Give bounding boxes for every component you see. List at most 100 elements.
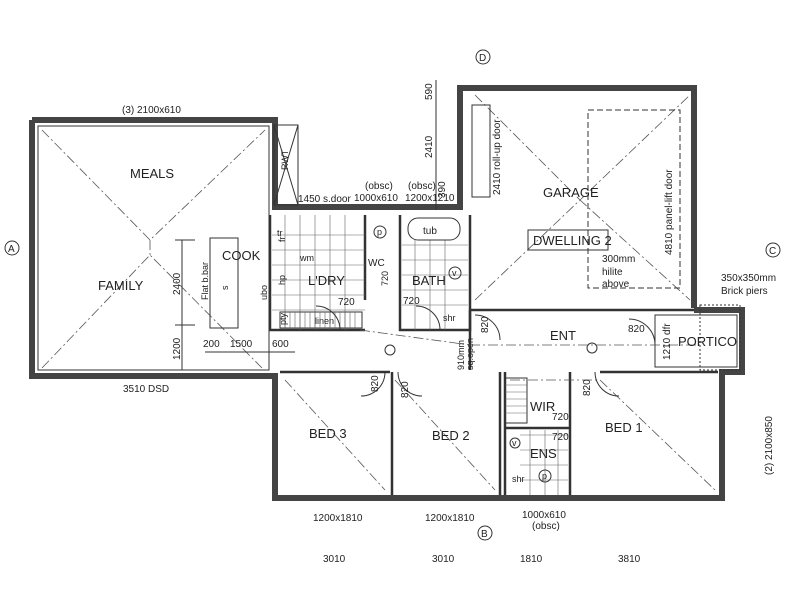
svg-text:(obsc): (obsc) — [532, 521, 560, 532]
room-bed1: BED 1 — [605, 420, 643, 435]
svg-text:Flat b.bar: Flat b.bar — [200, 262, 210, 300]
room-labels: MEALS FAMILY COOK L'DRY WC BATH GARAGE D… — [98, 166, 737, 461]
door-swings — [315, 305, 656, 397]
fixture-labels: tr wm tub linen shr shr p p v v hp pty u… — [200, 149, 547, 484]
svg-text:tub: tub — [423, 226, 437, 237]
svg-text:C: C — [769, 246, 776, 257]
svg-text:v: v — [452, 268, 457, 278]
svg-text:820: 820 — [370, 375, 381, 392]
room-entry: ENT — [550, 328, 576, 343]
dwelling-label-box — [527, 229, 609, 251]
svg-text:200: 200 — [203, 339, 220, 350]
svg-text:s: s — [220, 285, 230, 290]
svg-text:(3) 2100x610: (3) 2100x610 — [122, 105, 181, 116]
svg-text:1200x1810: 1200x1810 — [425, 513, 475, 524]
ceiling-lines — [41, 94, 716, 491]
svg-text:1200x1210: 1200x1210 — [405, 193, 455, 204]
vanity-icon — [509, 437, 521, 449]
svg-text:4810 panel-lift door: 4810 panel-lift door — [664, 169, 675, 255]
svg-text:590: 590 — [424, 83, 435, 100]
roll-up-door — [471, 104, 491, 198]
svg-text:hilite: hilite — [602, 267, 623, 278]
svg-text:(obsc): (obsc) — [365, 181, 393, 192]
svg-text:(2) 2100x850: (2) 2100x850 — [764, 416, 775, 475]
svg-text:above: above — [602, 279, 630, 290]
svg-text:1450 s.door: 1450 s.door — [298, 194, 351, 205]
room-cook: COOK — [222, 248, 261, 263]
svg-text:720: 720 — [380, 271, 390, 286]
grid-marker-c — [765, 242, 781, 258]
svg-text:820: 820 — [628, 324, 645, 335]
svg-text:hp: hp — [277, 275, 287, 285]
svg-text:820: 820 — [582, 379, 593, 396]
walls — [29, 85, 745, 501]
svg-text:1000x610: 1000x610 — [522, 510, 566, 521]
light-icon — [586, 342, 598, 354]
toilet-icon — [538, 469, 552, 483]
svg-text:1000x610: 1000x610 — [354, 193, 398, 204]
room-laundry: L'DRY — [308, 273, 345, 288]
svg-text:720: 720 — [338, 297, 355, 308]
tiled-floors — [272, 215, 568, 495]
room-bath: BATH — [412, 273, 446, 288]
svg-text:3510 DSD: 3510 DSD — [123, 384, 169, 395]
grid-marker-a — [4, 240, 20, 256]
svg-text:350x350mm: 350x350mm — [721, 273, 776, 284]
svg-text:720: 720 — [552, 432, 569, 443]
room-bed3: BED 3 — [309, 426, 347, 441]
room-ensuite: ENS — [530, 446, 557, 461]
svg-text:fr: fr — [277, 236, 287, 242]
svg-text:910mm: 910mm — [456, 340, 466, 370]
dimension-annotations: (3) 2100x610 1450 s.door (obsc) 1000x610… — [122, 80, 776, 565]
svg-text:shr: shr — [443, 313, 456, 323]
svg-text:B: B — [481, 529, 488, 540]
svg-text:1200: 1200 — [172, 337, 183, 360]
svg-text:RWT: RWT — [280, 149, 290, 170]
vanity-icon — [448, 266, 462, 280]
svg-text:Brick piers: Brick piers — [721, 286, 768, 297]
svg-text:p: p — [542, 471, 547, 481]
room-wc: WC — [368, 258, 385, 269]
light-icon — [384, 344, 396, 356]
room-bed2: BED 2 — [432, 428, 470, 443]
svg-text:wm: wm — [299, 253, 314, 263]
svg-text:3010: 3010 — [432, 554, 455, 565]
svg-text:v: v — [512, 438, 517, 448]
svg-text:390: 390 — [437, 181, 448, 198]
room-garage: GARAGE — [543, 185, 599, 200]
svg-text:1500: 1500 — [230, 339, 253, 350]
svg-text:820: 820 — [400, 381, 411, 398]
svg-text:tr: tr — [277, 228, 283, 238]
svg-text:600: 600 — [272, 339, 289, 350]
room-portico: PORTICO — [678, 334, 737, 349]
room-wir: WIR — [530, 399, 555, 414]
svg-text:linen: linen — [315, 316, 334, 326]
hilite-outline — [587, 109, 681, 289]
svg-text:(obsc): (obsc) — [408, 181, 436, 192]
svg-text:sq.open: sq.open — [465, 338, 475, 370]
svg-text:shr: shr — [512, 474, 525, 484]
grid-marker-b — [477, 525, 493, 541]
bathtub — [407, 217, 461, 241]
svg-text:D: D — [479, 53, 486, 64]
svg-text:pty: pty — [278, 312, 288, 325]
svg-text:2410: 2410 — [424, 135, 435, 158]
dwelling-label: DWELLING 2 — [533, 233, 612, 248]
svg-text:820: 820 — [480, 316, 491, 333]
toilet-icon — [373, 225, 387, 239]
room-meals: MEALS — [130, 166, 174, 181]
kitchen-bench — [209, 237, 239, 329]
svg-text:2410 roll-up door: 2410 roll-up door — [492, 119, 503, 195]
svg-text:3810: 3810 — [618, 554, 641, 565]
svg-text:1210 dfr: 1210 dfr — [662, 323, 673, 360]
svg-text:720: 720 — [552, 412, 569, 423]
svg-text:ubo: ubo — [259, 285, 269, 300]
grid-markers: A B C D — [4, 49, 781, 541]
svg-text:3010: 3010 — [323, 554, 346, 565]
grid-marker-d — [475, 49, 491, 65]
svg-text:720: 720 — [403, 296, 420, 307]
svg-text:2400: 2400 — [172, 272, 183, 295]
room-family: FAMILY — [98, 278, 144, 293]
svg-text:1810: 1810 — [520, 554, 543, 565]
